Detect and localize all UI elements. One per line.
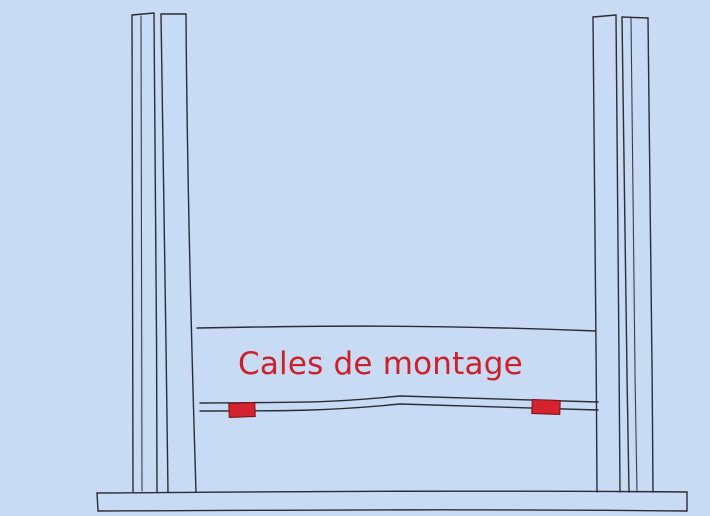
right-post	[592, 14, 654, 493]
left-post	[131, 12, 197, 493]
left-shim	[228, 402, 256, 418]
upper-crossbar	[196, 325, 597, 332]
right-shim	[531, 398, 561, 416]
shim-label: Cales de montage	[238, 346, 523, 382]
base-board	[96, 490, 688, 512]
